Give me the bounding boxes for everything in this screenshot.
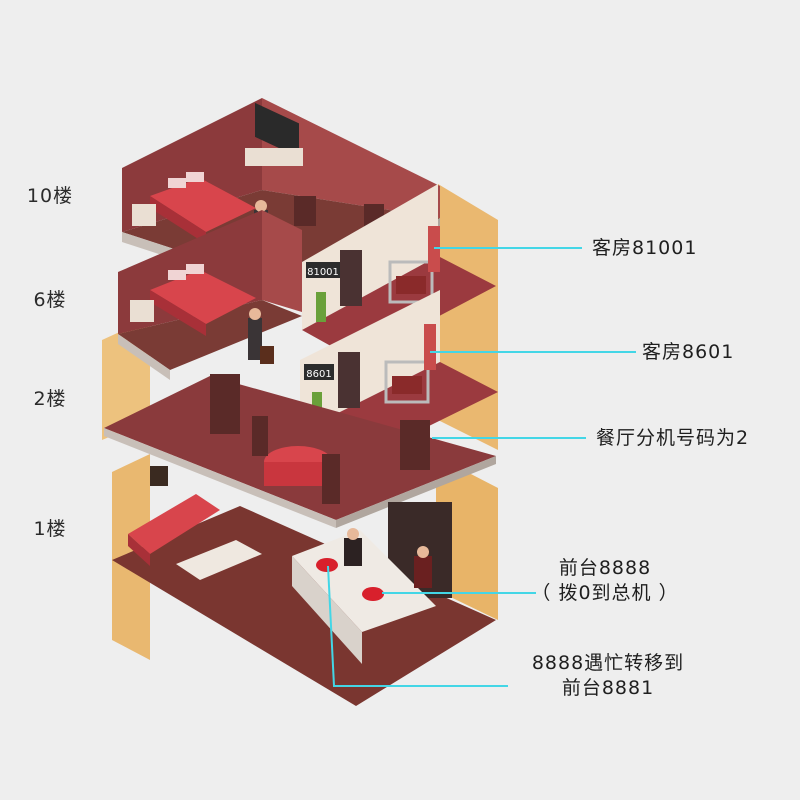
callout-busy-transfer-line2: 前台8881	[508, 676, 708, 701]
chair	[322, 454, 340, 504]
guest-head	[249, 308, 261, 320]
callout-busy-transfer: 8888遇忙转移到 前台8881	[508, 651, 708, 701]
room-81001-door	[340, 250, 362, 306]
room-81001-sign: 81001	[307, 267, 339, 278]
plant	[316, 292, 326, 322]
luggage	[396, 276, 426, 294]
pillow	[168, 270, 186, 280]
callout-busy-transfer-line1: 8888遇忙转移到	[508, 651, 708, 676]
receptionist	[344, 538, 362, 566]
bellhop	[424, 324, 436, 370]
floor-label-6: 6楼	[18, 285, 82, 312]
column	[400, 420, 430, 470]
guest-figure	[248, 318, 262, 360]
column	[210, 374, 240, 434]
chair	[252, 416, 268, 456]
suitcase	[260, 346, 274, 364]
receptionist-head	[417, 546, 429, 558]
restaurant-table-cloth	[264, 462, 332, 486]
callout-room-8601: 客房8601	[642, 340, 734, 365]
callout-front-desk: 前台8888 （ 拨0到总机 ）	[530, 556, 680, 606]
guest-head	[255, 200, 267, 212]
pillow	[186, 172, 204, 182]
floor-label-2: 2楼	[18, 384, 82, 411]
room-8601-door	[338, 352, 360, 408]
pillow	[168, 178, 186, 188]
floor-label-1: 1楼	[18, 514, 82, 541]
floor-label-10: 10楼	[18, 181, 82, 208]
telephone	[316, 558, 338, 572]
nightstand	[130, 300, 154, 322]
wall-picture	[150, 466, 168, 486]
tv-cabinet	[245, 148, 303, 166]
room-8601-sign: 8601	[306, 369, 331, 380]
luggage	[392, 376, 422, 394]
callout-restaurant: 餐厅分机号码为2	[596, 426, 749, 451]
pillow	[186, 264, 204, 274]
receptionist-head	[347, 528, 359, 540]
receptionist	[414, 556, 432, 588]
callout-front-desk-line2: （ 拨0到总机 ）	[530, 581, 680, 606]
callout-room-81001: 客房81001	[592, 236, 697, 261]
chair	[294, 196, 316, 226]
nightstand	[132, 204, 156, 226]
telephone	[362, 587, 384, 601]
callout-front-desk-line1: 前台8888	[530, 556, 680, 581]
